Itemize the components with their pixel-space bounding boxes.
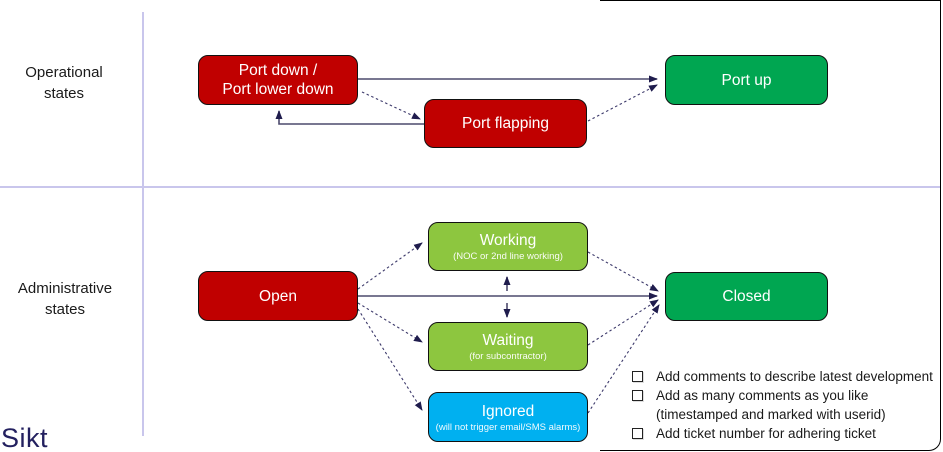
node-ignored-label: Ignored: [481, 402, 535, 420]
node-port-down: Port down / Port lower down: [198, 55, 358, 105]
node-closed: Closed: [665, 272, 828, 321]
node-working-sublabel: (NOC or 2nd line working): [453, 251, 563, 262]
arrow-waiting-to-closed: [587, 299, 659, 346]
node-ignored: Ignored (will not trigger email/SMS alar…: [428, 392, 588, 442]
arrow-port-down-to-port-flapping: [361, 91, 421, 120]
note-text: Add comments to describe latest developm…: [656, 369, 933, 384]
node-port-up-label: Port up: [721, 71, 772, 89]
node-ignored-sublabel: (will not trigger email/SMS alarms): [435, 421, 581, 433]
node-working: Working (NOC or 2nd line working): [428, 222, 588, 271]
node-waiting-label: Waiting: [482, 332, 534, 349]
node-closed-label: Closed: [722, 288, 771, 305]
note-text: Add ticket number for adhering ticket: [656, 426, 876, 441]
note-item: Add ticket number for adhering ticket: [630, 424, 938, 443]
arrow-working-to-closed: [587, 251, 659, 292]
section-label-administrative: Administrative states: [17, 280, 113, 318]
section-divider-horizontal: [0, 186, 941, 188]
node-open-label: Open: [259, 287, 297, 305]
section-divider-vertical: [142, 12, 144, 436]
note-text: Add as many comments as you like (timest…: [656, 386, 938, 424]
node-port-up: Port up: [665, 55, 828, 105]
note-item: Add as many comments as you like (timest…: [630, 386, 938, 424]
checkbox-icon: [632, 371, 643, 382]
checkbox-icon: [632, 428, 643, 439]
node-waiting-sublabel: (for subcontractor): [469, 351, 547, 362]
arrow-open-to-ignored: [357, 308, 423, 411]
arrow-open-to-working: [357, 242, 423, 290]
section-label-operational: Operational states: [25, 64, 103, 102]
node-working-label: Working: [479, 232, 537, 249]
arrow-port-flapping-to-port-down: [275, 110, 424, 125]
arrow-open-to-waiting: [357, 302, 423, 343]
note-item: Add comments to describe latest developm…: [630, 367, 938, 386]
notes-list: Add comments to describe latest developm…: [630, 367, 938, 443]
note-text-line1: Add as many comments as you like: [656, 388, 869, 403]
node-port-flapping-label: Port flapping: [461, 115, 550, 132]
node-waiting: Waiting (for subcontractor): [428, 322, 588, 371]
node-port-down-label: Port down / Port lower down: [222, 62, 334, 98]
sikt-logo: Sikt: [1, 423, 49, 452]
note-text-line2: (timestamped and marked with userid): [656, 407, 886, 422]
node-port-flapping: Port flapping: [424, 99, 587, 148]
checkbox-icon: [632, 390, 643, 401]
node-open: Open: [198, 271, 358, 321]
arrow-port-flapping-to-port-up: [587, 84, 658, 122]
